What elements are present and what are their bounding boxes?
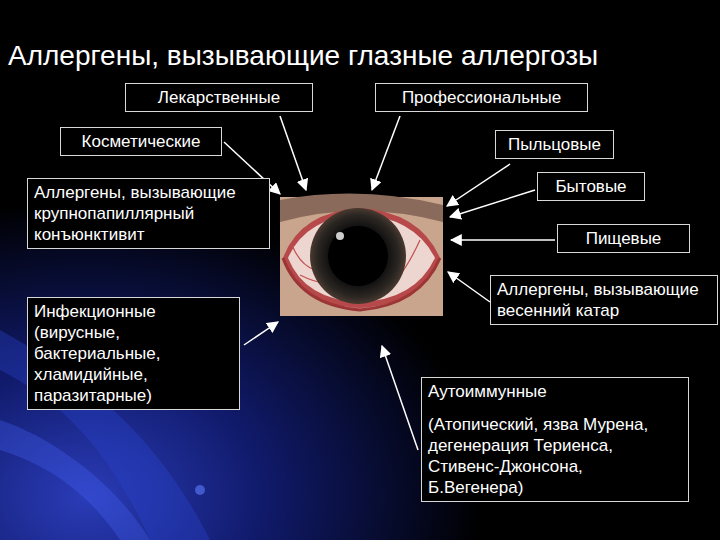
box-text: Инфекционные (вирусные, бактериальные, х…	[34, 301, 233, 406]
box-text: Профессиональные	[382, 87, 581, 108]
box-text: Аутоиммунные	[428, 381, 682, 402]
box-text: Пищевые	[564, 228, 683, 249]
category-box: Бытовые	[537, 172, 645, 201]
category-box: Косметические	[60, 127, 222, 156]
box-text: Бытовые	[544, 176, 638, 197]
category-box: Аллергены, вызывающие крупнопапиллярный …	[27, 178, 270, 249]
category-box: Профессиональные	[375, 83, 588, 112]
slide-title: Аллергены, вызывающие глазные аллергозы	[8, 40, 598, 72]
category-box: Лекарственные	[125, 83, 313, 112]
box-text: Пыльцовые	[502, 134, 607, 155]
box-text: Аллергены, вызывающие крупнопапиллярный …	[34, 182, 263, 245]
box-subtext: (Атопический, язва Мурена, дегенерация Т…	[428, 414, 682, 498]
box-text: Лекарственные	[132, 87, 306, 108]
category-box: Пыльцовые	[495, 130, 614, 159]
category-box: Аутоиммунные (Атопический, язва Мурена, д…	[421, 377, 689, 502]
category-box: Инфекционные (вирусные, бактериальные, х…	[27, 297, 240, 410]
category-box: Пищевые	[557, 224, 690, 253]
box-text: Аллергены, вызывающие весенний катар	[497, 279, 711, 321]
box-text: Косметические	[67, 131, 215, 152]
category-box: Аллергены, вызывающие весенний катар	[490, 275, 718, 325]
